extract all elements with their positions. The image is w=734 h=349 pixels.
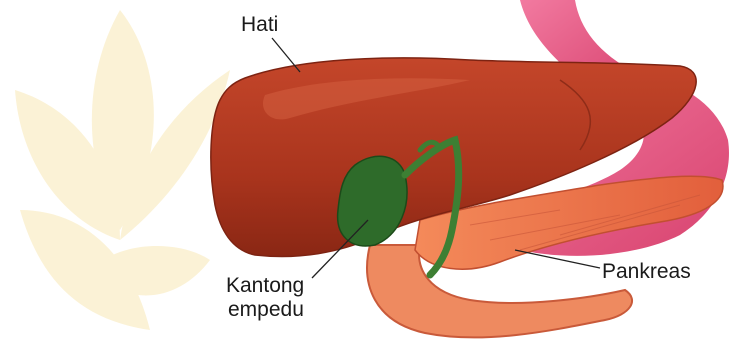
label-liver: Hati [241,14,278,35]
watermark-leaf-icon [15,10,230,330]
label-pancreas: Pankreas [602,261,691,282]
label-gallbladder-line2: empedu [228,299,304,320]
label-gallbladder-line1: Kantong [226,275,304,296]
